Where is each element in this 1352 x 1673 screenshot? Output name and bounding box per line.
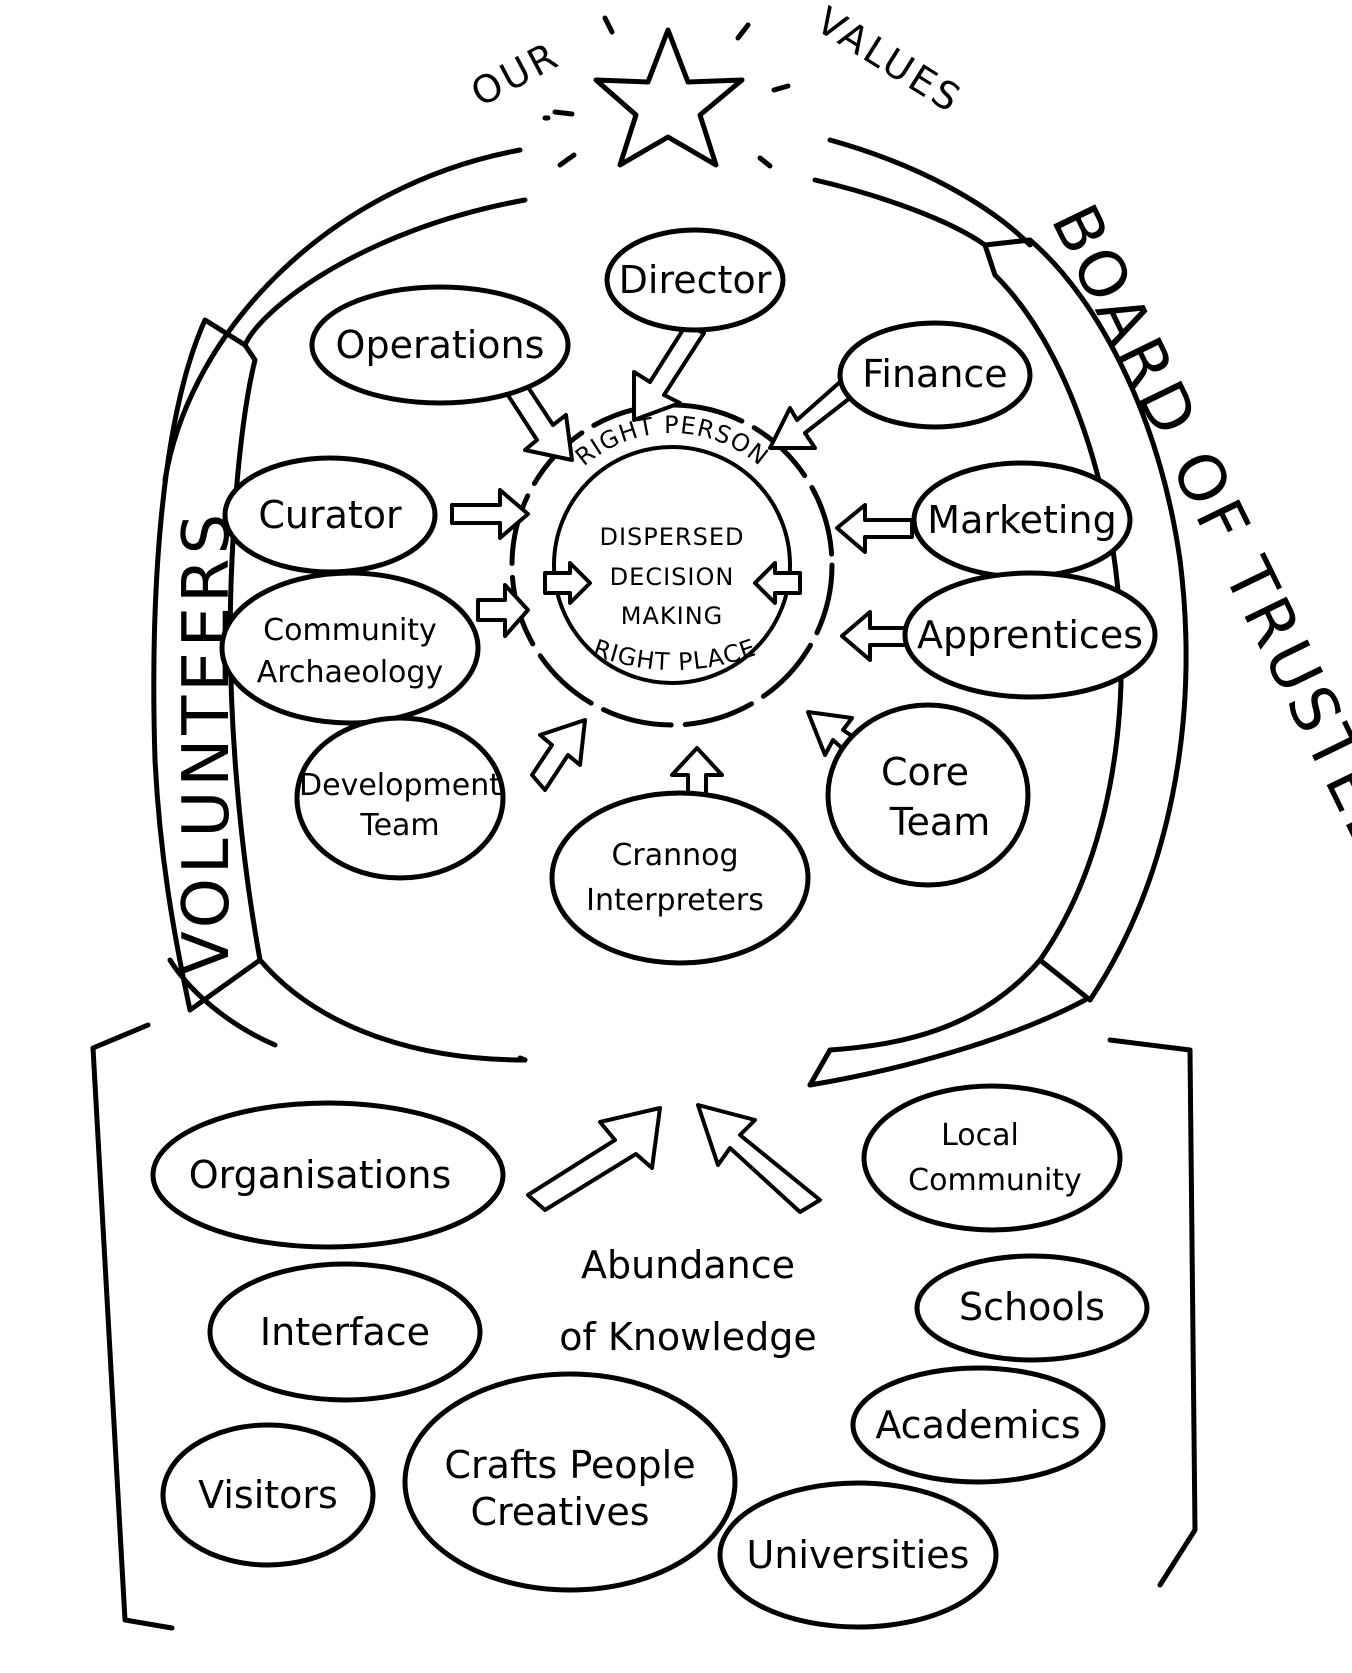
source-organisations: Organisations xyxy=(150,1100,506,1250)
arrow-apprentices-icon xyxy=(840,610,910,662)
role-core-team-label-2: Team xyxy=(889,800,990,844)
role-core-team-label-1: Core xyxy=(881,750,969,794)
role-development-team-label-2: Team xyxy=(359,808,439,843)
arrow-community-archaeology-icon xyxy=(476,583,530,638)
arrow-finance-icon xyxy=(768,380,852,450)
role-director: Director xyxy=(604,227,786,333)
source-interface: Interface xyxy=(207,1261,483,1403)
role-marketing: Marketing xyxy=(911,460,1133,580)
source-visitors: Visitors xyxy=(160,1422,376,1568)
role-crannog-interpreters-label-1: Crannog xyxy=(611,838,738,873)
source-local-community-label-2: Community xyxy=(908,1163,1082,1198)
knowledge-title: Abundance of Knowledge xyxy=(559,1243,817,1359)
role-crannog-interpreters-label-2: Interpreters xyxy=(586,883,764,918)
arrow-curator-icon xyxy=(450,488,530,540)
header-our: OUR xyxy=(464,33,567,116)
role-operations-label: Operations xyxy=(336,323,545,367)
source-academics: Academics xyxy=(850,1365,1106,1485)
knowledge-title-line2: of Knowledge xyxy=(559,1315,817,1359)
inner-arrow-left-icon xyxy=(543,561,592,605)
role-finance: Finance xyxy=(837,320,1033,430)
role-director-label: Director xyxy=(619,258,772,302)
header-values: VALUES xyxy=(809,0,970,122)
role-apprentices-label: Apprentices xyxy=(917,613,1143,657)
source-universities-label: Universities xyxy=(747,1533,970,1577)
volunteers-band: VOLUNTEERS xyxy=(151,317,263,1013)
volunteers-label: VOLUNTEERS xyxy=(170,510,244,975)
role-community-archaeology: Community Archaeology xyxy=(219,570,481,726)
source-crafts-people-label-1: Crafts People xyxy=(444,1443,695,1487)
source-visitors-label: Visitors xyxy=(198,1473,338,1517)
arrow-marketing-icon xyxy=(835,503,914,554)
knowledge-arrows xyxy=(526,1103,822,1214)
knowledge-frame xyxy=(90,1022,1198,1631)
role-core-team: Core Team xyxy=(825,702,1031,888)
role-community-archaeology-label-2: Archaeology xyxy=(257,655,443,690)
source-local-community: Local Community xyxy=(861,1083,1123,1233)
source-crafts-people-label-2: Creatives xyxy=(470,1490,649,1534)
role-operations: Operations xyxy=(309,284,571,406)
role-finance-label: Finance xyxy=(862,352,1007,396)
knowledge-title-line1: Abundance xyxy=(581,1243,795,1287)
inner-arrow-right-icon xyxy=(753,561,802,605)
role-curator: Curator xyxy=(222,455,438,575)
role-development-team-label-1: Development xyxy=(299,768,501,803)
arrow-up-left-icon xyxy=(526,1106,662,1212)
center-core-line2: DECISION xyxy=(610,563,735,591)
role-marketing-label: Marketing xyxy=(927,498,1116,542)
role-development-team: Development Team xyxy=(294,715,506,881)
source-crafts-people: Crafts People Creatives xyxy=(402,1371,738,1593)
header: OUR VALUES xyxy=(464,0,970,169)
source-universities: Universities xyxy=(717,1480,999,1630)
arrow-director-icon xyxy=(632,323,706,422)
source-academics-label: Academics xyxy=(875,1403,1080,1447)
role-community-archaeology-label-1: Community xyxy=(263,613,437,648)
arrow-up-right-icon xyxy=(696,1103,822,1214)
center-core-line3: MAKING xyxy=(621,602,724,630)
arrow-development-team-icon xyxy=(530,718,587,792)
outer-ring xyxy=(162,137,1088,1088)
source-organisations-label: Organisations xyxy=(189,1153,452,1197)
source-local-community-label-1: Local xyxy=(941,1118,1019,1153)
source-interface-label: Interface xyxy=(260,1310,430,1354)
role-apprentices: Apprentices xyxy=(902,570,1158,700)
role-crannog-interpreters: Crannog Interpreters xyxy=(549,790,811,966)
source-schools: Schools xyxy=(914,1253,1150,1363)
role-curator-label: Curator xyxy=(258,493,402,537)
source-schools-label: Schools xyxy=(959,1285,1105,1329)
center-core-line1: DISPERSED xyxy=(600,523,745,551)
star-icon xyxy=(542,15,791,169)
